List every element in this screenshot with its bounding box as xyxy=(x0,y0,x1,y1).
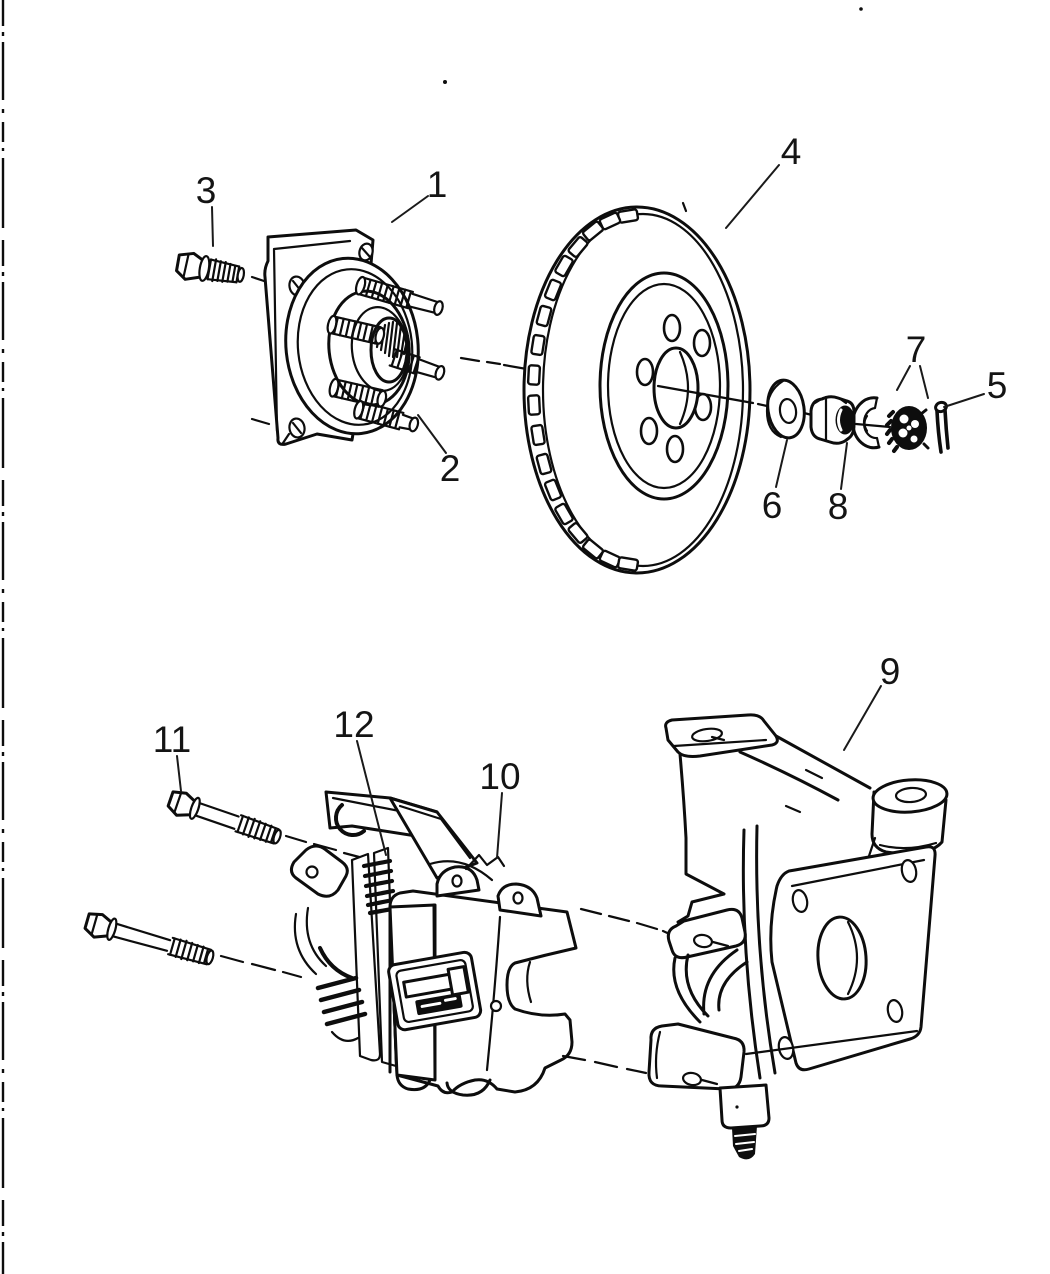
callout-9-leader xyxy=(843,685,882,751)
caliper-face-arris xyxy=(485,915,502,1072)
hub-and-bearing-assembly xyxy=(263,228,446,446)
plate-hole xyxy=(791,889,809,913)
caliper-bracket-web xyxy=(388,796,479,880)
bolt-tip xyxy=(236,266,246,283)
callout-2-leader xyxy=(417,414,447,454)
callout-3-label: 3 xyxy=(196,170,217,211)
callout-9-label: 9 xyxy=(880,651,901,692)
callout-11-leader xyxy=(176,755,182,792)
callout-11-label: 11 xyxy=(153,719,191,760)
plate-hole xyxy=(900,859,918,883)
clevis-arm-curves xyxy=(672,948,749,1024)
cotter-pin xyxy=(934,400,950,454)
callout-12-label: 12 xyxy=(333,704,374,745)
guide-pin-bolt-lower xyxy=(83,912,215,966)
caliper-lever-and-boots xyxy=(289,844,368,1043)
bolt-threads xyxy=(206,258,241,284)
knuckle-web xyxy=(741,824,777,1080)
callout-7-leader xyxy=(896,365,929,399)
callout-10-label: 10 xyxy=(479,756,520,797)
hub-nut xyxy=(809,395,856,445)
steering-knuckle xyxy=(647,713,949,1160)
rotor-center-hole-depth xyxy=(678,350,690,426)
bleeder-detail xyxy=(464,853,506,871)
callout-2-label: 2 xyxy=(440,448,461,489)
callout-4-label: 4 xyxy=(781,131,802,172)
brake-caliper xyxy=(289,790,578,1097)
knuckle-left-edge xyxy=(676,752,726,924)
bolt-axis-ticks xyxy=(250,275,271,426)
stud-collar xyxy=(718,1083,771,1130)
wheel-studs xyxy=(326,275,446,433)
rotor-apex-tick xyxy=(681,201,688,213)
clevis-hole xyxy=(692,933,714,949)
caliper-window xyxy=(387,950,483,1032)
callout-6-label: 6 xyxy=(762,485,783,526)
callout-1-leader xyxy=(391,195,429,223)
brake-rotor xyxy=(522,201,752,575)
lever-hole xyxy=(305,865,319,879)
hub-mounting-bolt xyxy=(175,251,246,284)
plate-hole xyxy=(886,999,904,1023)
wave-washer xyxy=(851,396,881,450)
callout-7-label: 7 xyxy=(906,329,927,370)
spindle-axis-line xyxy=(656,384,892,429)
clevis-hole xyxy=(681,1071,703,1087)
upper-align-dash-line xyxy=(579,907,678,939)
rotor-lug-holes xyxy=(635,313,713,464)
lower-bolt-axis-line xyxy=(219,954,303,979)
callout-6-leader xyxy=(775,439,788,488)
callouts: 1 2 3 4 5 6 7 8 9 10 11 12 xyxy=(153,131,1008,859)
guide-pin-bolt-upper xyxy=(166,790,282,845)
callout-8-label: 8 xyxy=(828,486,849,527)
callout-5-label: 5 xyxy=(987,365,1008,406)
rotor-center-hole xyxy=(652,346,700,430)
callout-5-leader xyxy=(943,393,985,408)
hub-flange-thickness xyxy=(272,239,352,445)
inboard-bracket-plate xyxy=(350,852,382,1062)
speck xyxy=(859,7,863,11)
callout-1-label: 1 xyxy=(427,164,448,205)
nut-retainer xyxy=(885,406,930,453)
caliper-body-hole xyxy=(489,999,503,1013)
boot-pleats xyxy=(315,975,368,1027)
callout-8-leader xyxy=(840,442,848,490)
callout-12-leader xyxy=(356,740,387,856)
rotor-vent-slots xyxy=(526,208,640,572)
speck xyxy=(443,80,447,84)
callout-4-leader xyxy=(725,164,780,229)
boss-hole xyxy=(894,786,928,804)
callout-3-leader xyxy=(211,206,214,247)
thrust-washer xyxy=(765,378,806,440)
guide-pin-boot xyxy=(361,858,396,916)
bracket-notch xyxy=(334,803,366,837)
washer-hole xyxy=(778,397,798,425)
callout-10-leader xyxy=(496,792,503,859)
lower-align-dash-line xyxy=(561,1054,648,1075)
pad-spring-arc xyxy=(428,860,494,882)
